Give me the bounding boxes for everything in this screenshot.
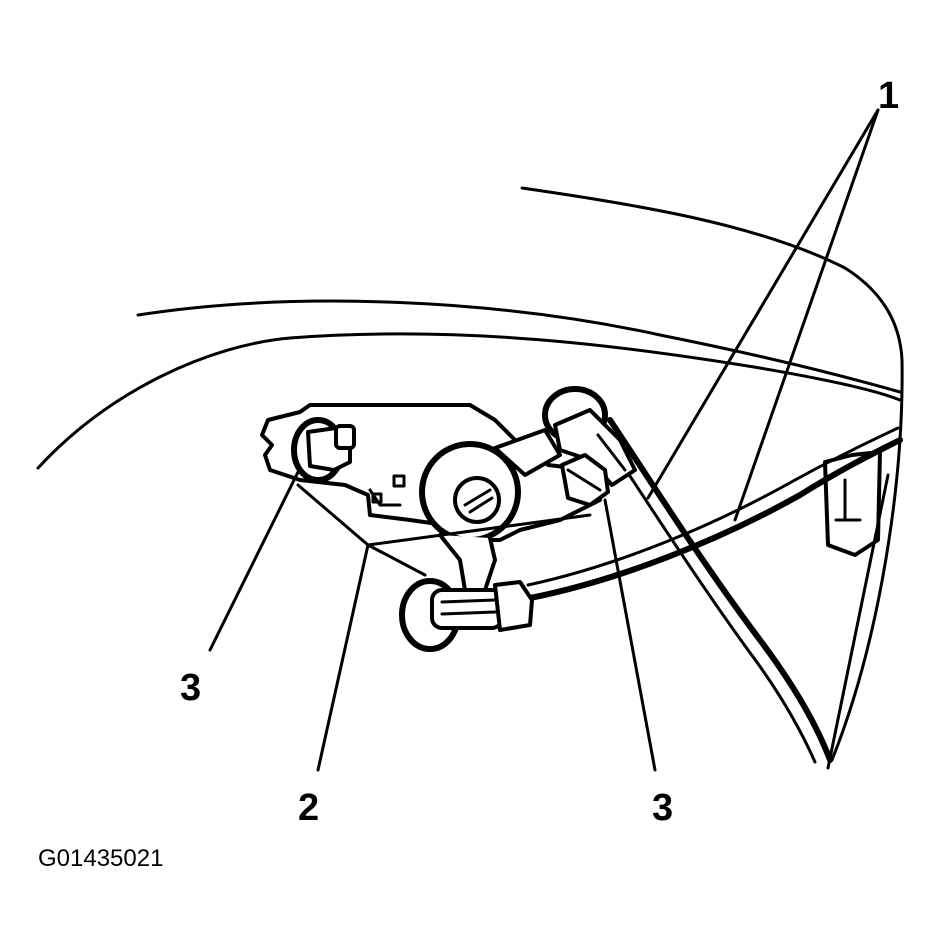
- body-panel-outline: [36, 186, 904, 762]
- lower-cable-end-fitting: [399, 578, 534, 652]
- leader-lines: [208, 108, 890, 772]
- figure-id: G01435021: [38, 845, 163, 872]
- callout-3-left: 3: [180, 667, 201, 709]
- right-mounting-nut: [560, 453, 610, 507]
- callout-3-right: 3: [652, 787, 673, 829]
- shift-cables: [526, 417, 903, 764]
- callout-2: 2: [298, 787, 319, 829]
- left-mounting-nut: [291, 417, 356, 483]
- retaining-clip: [823, 450, 882, 557]
- right-cable-end-fitting: [542, 386, 637, 487]
- callout-1: 1: [878, 75, 899, 117]
